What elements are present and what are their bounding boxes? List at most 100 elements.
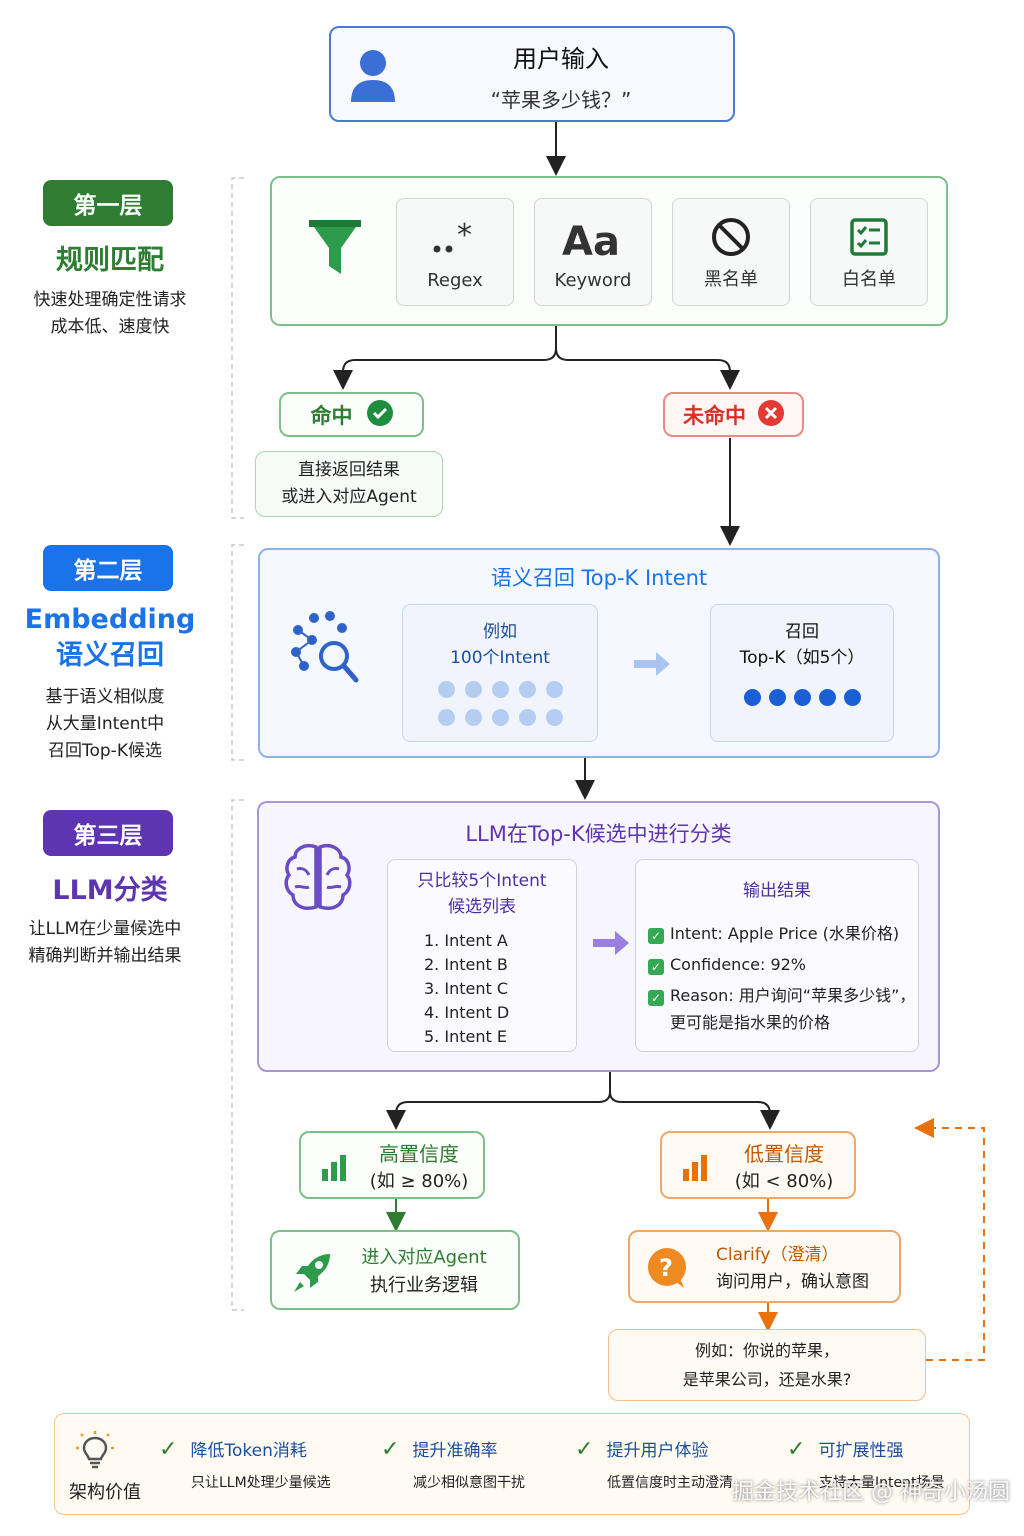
- clarify-example-line: 是苹果公司，还是水果?: [682, 1370, 852, 1389]
- miss-badge: 未命中: [663, 392, 804, 437]
- rule-tile-label: 黑名单: [704, 269, 758, 290]
- value-item: ✓ 可扩展性强 支持大量Intent场景: [787, 1436, 967, 1492]
- rule-tile-blacklist: 黑名单: [672, 198, 790, 306]
- value-item: ✓ 降低Token消耗 只让LLM处理少量候选: [159, 1436, 359, 1492]
- intent-pool-line: 例如: [483, 622, 517, 642]
- low-confidence-box: 低置信度 (如 < 80%): [660, 1131, 856, 1199]
- user-avatar-icon: [349, 48, 397, 108]
- layer1-desc-line: 快速处理确定性请求: [33, 290, 187, 310]
- high-confidence-box: 高置信度 (如 ≥ 80%): [299, 1131, 485, 1199]
- intent-item: 2. Intent B: [424, 955, 508, 974]
- rule-tile-label: 白名单: [842, 269, 896, 290]
- layer3-llm-box: LLM在Top-K候选中进行分类 只比较5个Intent 候选列表 1. Int…: [257, 801, 940, 1072]
- value-item-title: 可扩展性强: [818, 1441, 904, 1461]
- rule-tile-whitelist: 白名单: [810, 198, 928, 306]
- output-item: Reason: 用户询问“苹果多少钱”，: [670, 986, 916, 1005]
- output-result-box: 输出结果 ✓ Intent: Apple Price (水果价格) ✓ Confid…: [635, 859, 919, 1052]
- checkmark-icon: ✓: [787, 1437, 806, 1462]
- rule-tile-keyword: Aa Keyword: [534, 198, 652, 306]
- layer3-desc-line: 让LLM在少量候选中: [28, 919, 182, 939]
- arrow-right-icon: [591, 929, 631, 961]
- topk-line: 召回: [785, 622, 819, 642]
- hit-badge: 命中: [279, 392, 424, 437]
- intent-item: 1. Intent A: [424, 931, 508, 950]
- keyword-icon: Aa: [535, 215, 651, 263]
- arrow-right-icon: [632, 650, 672, 682]
- hit-result-box: 直接返回结果 或进入对应Agent: [255, 451, 443, 517]
- check-box-icon: ✓: [648, 928, 664, 944]
- user-input-title: 用户输入: [513, 45, 609, 73]
- low-confidence-title: 低置信度: [744, 1142, 824, 1166]
- lightbulb-icon: [75, 1430, 115, 1474]
- high-confidence-title: 高置信度: [379, 1142, 459, 1166]
- output-title: 输出结果: [743, 881, 811, 901]
- bar-chart-icon: [682, 1153, 708, 1185]
- funnel-icon: [306, 216, 364, 284]
- layer3-title: LLM分类: [52, 875, 168, 906]
- check-circle-icon: [366, 399, 393, 430]
- intent-pool-line: 100个Intent: [450, 648, 550, 668]
- value-item-desc: 减少相似意图干扰: [413, 1475, 525, 1491]
- checkmark-icon: ✓: [381, 1437, 400, 1462]
- checklist-icon: [811, 215, 927, 259]
- layer1-badge: 第一层: [43, 180, 173, 226]
- output-item: Confidence: 92%: [670, 955, 806, 974]
- candidate-title-line: 候选列表: [448, 897, 516, 917]
- layer2-semantic-box: 语义召回 Top-K Intent 例如 100个Intent 召回 Top: [258, 548, 940, 758]
- bar-chart-icon: [321, 1153, 347, 1185]
- intent-item: 4. Intent D: [424, 1003, 510, 1022]
- svg-text:Aa: Aa: [562, 219, 620, 263]
- rocket-icon: [292, 1252, 332, 1298]
- low-confidence-threshold: (如 < 80%): [734, 1171, 834, 1192]
- value-item-desc: 只让LLM处理少量候选: [191, 1475, 331, 1491]
- miss-label: 未命中: [683, 403, 746, 428]
- value-item: ✓ 提升准确率 减少相似意图干扰: [381, 1436, 561, 1492]
- output-item: Intent: Apple Price (水果价格): [670, 924, 900, 943]
- intent-item: 3. Intent C: [424, 979, 508, 998]
- layer1-rules-box: * Regex Aa Keyword 黑名单: [270, 176, 948, 326]
- layer1-desc-line: 成本低、速度快: [50, 317, 170, 337]
- regex-icon: *: [397, 215, 513, 259]
- layer3-desc-line: 精确判断并输出结果: [28, 946, 182, 966]
- candidate-title-line: 只比较5个Intent: [417, 871, 547, 891]
- value-item-desc: 低置信度时主动澄清: [607, 1475, 733, 1491]
- layer2-desc-line: 召回Top-K候选: [48, 741, 162, 761]
- check-box-icon: ✓: [648, 959, 664, 975]
- clarify-box: ? Clarify（澄清） 询问用户，确认意图: [628, 1230, 901, 1303]
- layer2-badge: 第二层: [43, 545, 173, 591]
- layer3-header: LLM在Top-K候选中进行分类: [465, 822, 732, 846]
- value-item-desc: 支持大量Intent场景: [819, 1475, 945, 1491]
- intent-item: 5. Intent E: [424, 1027, 507, 1046]
- intent-pool-dots: [403, 679, 597, 735]
- hit-label: 命中: [310, 403, 353, 428]
- user-input-box: 用户输入 “苹果多少钱？”: [329, 26, 735, 122]
- user-query: “苹果多少钱？”: [490, 88, 632, 112]
- output-item-continued: 更可能是指水果的价格: [670, 1013, 831, 1032]
- layer2-title-line: 语义召回: [56, 640, 164, 671]
- layer1-title: 规则匹配: [56, 245, 164, 276]
- agent-line: 执行业务逻辑: [370, 1275, 478, 1296]
- intent-pool-box: 例如 100个Intent: [402, 604, 598, 742]
- hit-result-line: 直接返回结果: [298, 460, 400, 480]
- embedding-search-icon: [288, 608, 364, 692]
- check-box-icon: ✓: [648, 990, 664, 1006]
- svg-text:*: *: [457, 218, 472, 253]
- topk-dots: [711, 689, 893, 710]
- rule-tile-regex: * Regex: [396, 198, 514, 306]
- architecture-value-box: 架构价值 ✓ 降低Token消耗 只让LLM处理少量候选 ✓ 提升准确率 减少相…: [54, 1413, 970, 1515]
- layer2-desc-line: 从大量Intent中: [45, 714, 165, 734]
- checkmark-icon: ✓: [159, 1437, 178, 1462]
- clarify-example-box: 例如：你说的苹果， 是苹果公司，还是水果?: [608, 1329, 926, 1401]
- layer2-title-line: Embedding: [24, 604, 196, 635]
- clarify-desc: 询问用户，确认意图: [716, 1272, 869, 1292]
- checkmark-icon: ✓: [575, 1437, 594, 1462]
- value-item: ✓ 提升用户体验 低置信度时主动澄清: [575, 1436, 765, 1492]
- agent-box: 进入对应Agent 执行业务逻辑: [270, 1230, 520, 1310]
- value-item-title: 提升准确率: [412, 1441, 498, 1461]
- agent-line: 进入对应Agent: [361, 1247, 487, 1268]
- clarify-title: Clarify（澄清）: [716, 1245, 839, 1265]
- topk-box: 召回 Top-K（如5个）: [710, 604, 894, 742]
- watermark: 掘金技术社区 @ 神奇小汤圆: [732, 1480, 1010, 1505]
- rule-tile-label: Keyword: [554, 270, 632, 291]
- close-circle-icon: [758, 399, 784, 430]
